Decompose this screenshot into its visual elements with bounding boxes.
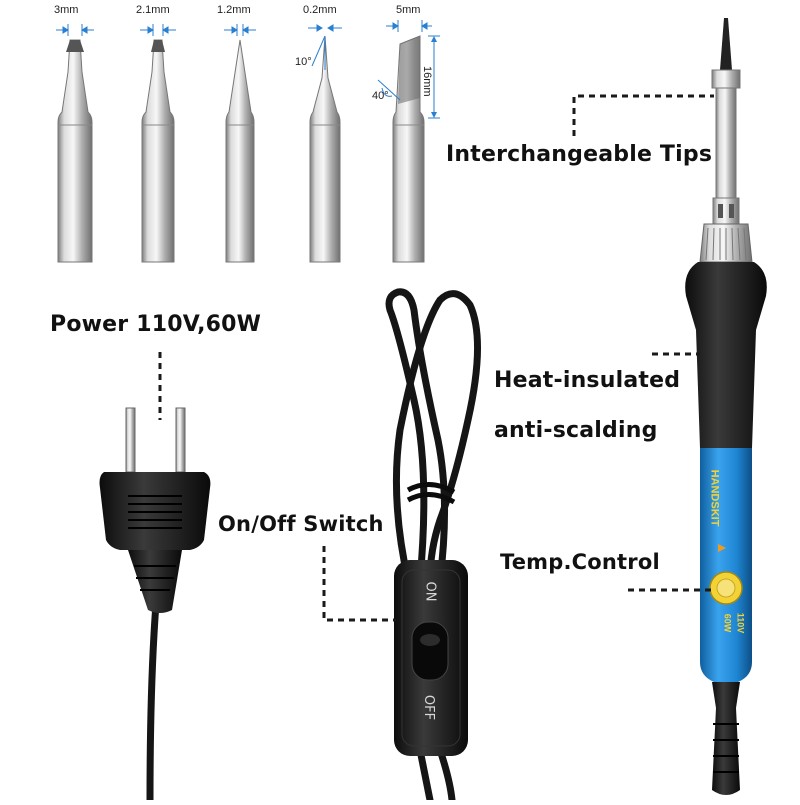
tip-2-1mm (141, 39, 175, 263)
tip-0-2mm-angle: 10° (295, 56, 312, 68)
tip-5mm-angle: 40° (372, 90, 389, 102)
tip-5mm-size: 5mm (396, 4, 421, 16)
tip-5mm-length: 16mm (421, 66, 433, 97)
label-temp-control: Temp.Control (500, 550, 660, 574)
plug (99, 407, 211, 613)
label-heat-insulated: Heat-insulated (494, 368, 681, 393)
switch-rocker[interactable] (411, 621, 449, 681)
callout-leaders (158, 94, 714, 622)
dimension-markers (56, 20, 432, 36)
label-anti-scalding: anti-scalding (494, 418, 658, 443)
label-on-off-switch: On/Off Switch (218, 512, 384, 536)
tip-2-1mm-size: 2.1mm (136, 4, 170, 16)
iron-wattage: 60W (722, 613, 733, 633)
switch-on-label: ON (422, 581, 438, 602)
label-power: Power 110V,60W (50, 312, 262, 337)
tip-0-2mm-size: 0.2mm (303, 4, 337, 16)
iron-voltage: 110V (735, 612, 746, 634)
tip-3mm-size: 3mm (54, 4, 79, 16)
tip-1-2mm-size: 1.2mm (217, 4, 251, 16)
tip-5mm (377, 35, 440, 263)
tip-1-2mm (225, 39, 255, 263)
label-interchangeable-tips: Interchangeable Tips (446, 142, 713, 167)
switch-off-label: OFF (421, 694, 437, 721)
iron-brand: HANDSKIT (708, 469, 721, 527)
cord-wrap (406, 482, 456, 505)
soldering-iron (685, 18, 767, 795)
tip-0-2mm (309, 35, 341, 263)
tip-3mm (57, 39, 93, 263)
